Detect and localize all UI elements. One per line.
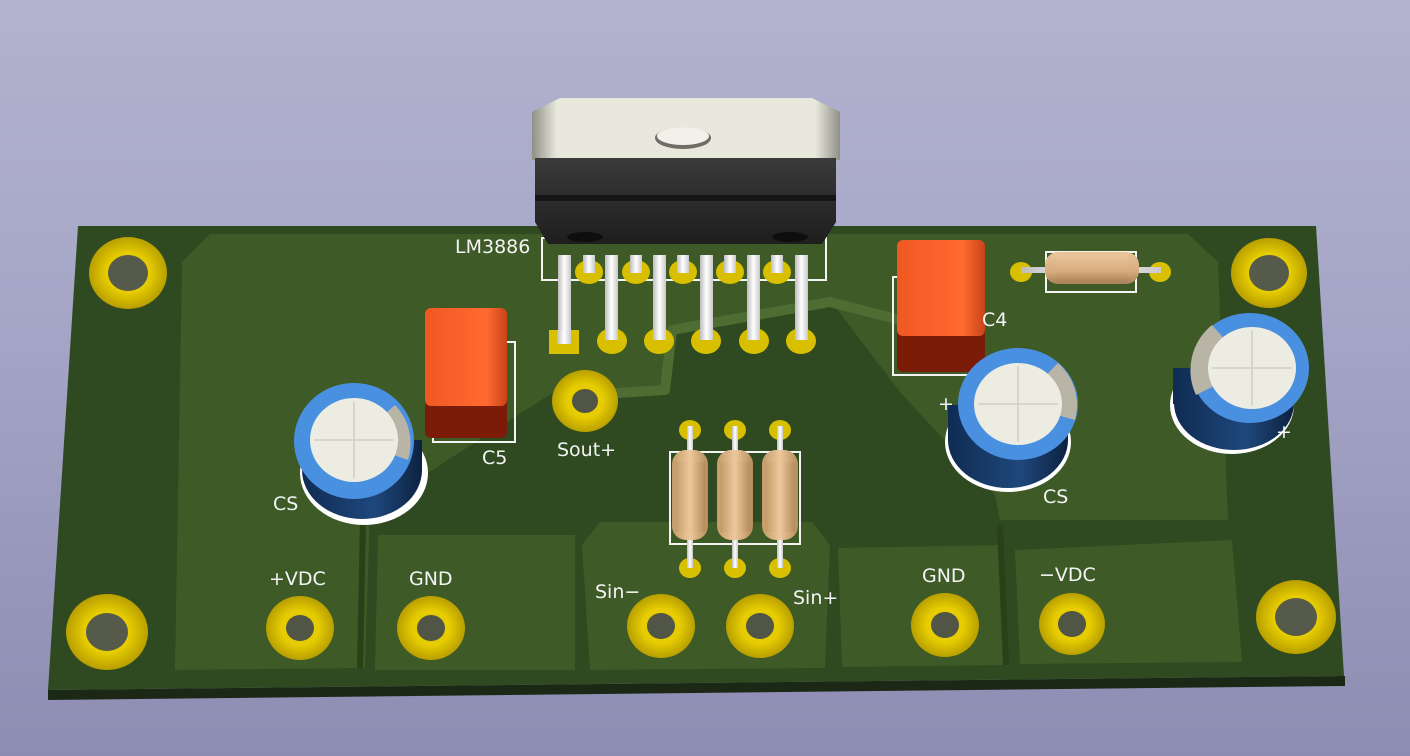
electrolytic-capacitor-far-right (1170, 313, 1309, 454)
isolation-gap (997, 524, 1009, 666)
pad-vdc-plus (266, 596, 334, 660)
label-c4: C4 (982, 309, 1007, 331)
label-vdc-plus: +VDC (269, 568, 326, 590)
isolation-gap (357, 519, 366, 669)
pad-gnd-left (397, 596, 465, 660)
trace (584, 297, 902, 400)
mounting-hole-top-left (89, 237, 167, 309)
label-gnd-left: GND (409, 568, 453, 590)
label-gnd-right: GND (922, 565, 966, 587)
film-capacitor-c5 (425, 308, 507, 438)
pad-gnd-right (911, 593, 979, 657)
pad-sout-plus (552, 370, 618, 432)
label-sout-plus: Sout+ (557, 439, 616, 461)
pad-vdc-minus (1039, 593, 1105, 655)
resistor-3 (762, 420, 798, 578)
film-capacitor-c4 (897, 240, 985, 372)
mounting-hole-top-right (1231, 238, 1307, 308)
resistor-2 (717, 420, 753, 578)
connector-pads (266, 370, 1105, 660)
electrolytic-capacitor-middle-right (945, 348, 1078, 492)
mounting-holes (66, 237, 1336, 670)
mounting-hole-bottom-right (1256, 580, 1336, 654)
label-cs-left: CS (273, 493, 298, 515)
label-cs-right: CS (1043, 486, 1068, 508)
board-edge (48, 676, 1345, 700)
ic-pins (558, 255, 808, 345)
label-sin-plus: Sin+ (793, 587, 838, 609)
label-c5: C5 (482, 447, 507, 469)
copper-plane-left-gnd (375, 535, 575, 670)
label-polarity-right-plus: + (1276, 421, 1292, 443)
silkscreen-labels: LM3886 C5 C4 CS CS Sout+ +VDC GND Sin− S… (269, 236, 1292, 609)
pad-sin-minus (627, 594, 695, 658)
label-vdc-minus: −VDC (1039, 564, 1096, 586)
mounting-hole-bottom-left (66, 594, 148, 670)
label-sin-minus: Sin− (595, 581, 640, 603)
ic-pads-front (549, 326, 816, 354)
resistor-1 (672, 420, 708, 578)
electrolytic-capacitor-left (294, 383, 428, 525)
resistor-top (1010, 252, 1171, 284)
label-ic: LM3886 (455, 236, 530, 258)
resistor-array (672, 420, 798, 578)
lm3886-ic (532, 98, 840, 354)
label-polarity-left-plus: + (938, 393, 954, 415)
pad-sin-plus (726, 594, 794, 658)
ic-pads-back (575, 255, 791, 284)
